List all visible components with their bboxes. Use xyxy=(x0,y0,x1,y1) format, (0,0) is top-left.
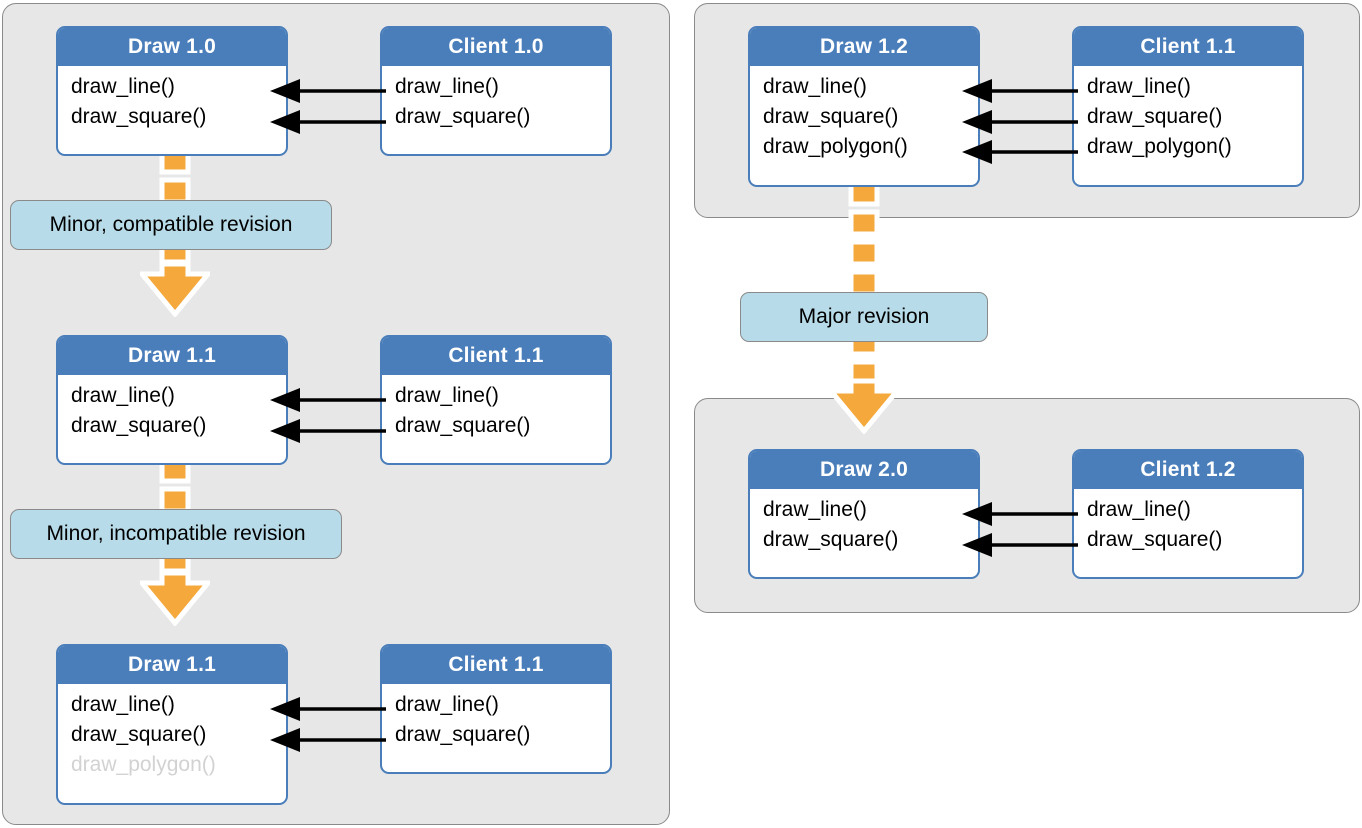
box-title: Draw 1.1 xyxy=(58,646,286,684)
box-body: draw_line() draw_square() draw_polygon() xyxy=(58,684,286,786)
box-body: draw_line() draw_square() xyxy=(382,66,610,138)
method-item: draw_line() xyxy=(1087,498,1191,521)
method-item: draw_line() xyxy=(763,75,867,98)
box-body: draw_line() draw_square() draw_polygon() xyxy=(1074,66,1302,168)
method-item: draw_square() xyxy=(1087,105,1223,128)
revision-label-text: Minor, compatible revision xyxy=(49,213,293,236)
box-draw-1-2[interactable]: Draw 1.2 draw_line() draw_square() draw_… xyxy=(748,26,980,187)
method-item: draw_polygon() xyxy=(1087,135,1232,158)
call-arrow-group-3 xyxy=(270,697,386,752)
method-item: draw_square() xyxy=(395,414,531,437)
call-arrow-group-5 xyxy=(962,502,1078,557)
method-item: draw_line() xyxy=(763,498,867,521)
box-title: Client 1.1 xyxy=(382,337,610,375)
method-item: draw_square() xyxy=(395,105,531,128)
method-item: draw_square() xyxy=(71,723,207,746)
revision-label-minor-incompatible: Minor, incompatible revision xyxy=(10,509,342,559)
method-item: draw_square() xyxy=(763,528,899,551)
method-item: draw_line() xyxy=(71,384,175,407)
box-draw-1-1-second[interactable]: Draw 1.1 draw_line() draw_square() draw_… xyxy=(56,644,288,805)
box-body: draw_line() draw_square() draw_polygon() xyxy=(750,66,978,168)
method-item: draw_line() xyxy=(71,693,175,716)
box-title: Client 1.0 xyxy=(382,28,610,66)
method-item: draw_square() xyxy=(763,105,899,128)
method-item: draw_line() xyxy=(395,75,499,98)
box-body: draw_line() draw_square() xyxy=(58,66,286,138)
box-draw-2-0[interactable]: Draw 2.0 draw_line() draw_square() xyxy=(748,449,980,579)
revision-arrow-minor-incompatible xyxy=(140,461,210,626)
method-item-disabled: draw_polygon() xyxy=(71,753,216,776)
box-title: Client 1.1 xyxy=(1074,28,1302,66)
call-arrow-group-1 xyxy=(270,79,386,134)
box-draw-1-0[interactable]: Draw 1.0 draw_line() draw_square() xyxy=(56,26,288,156)
box-client-1-1-first[interactable]: Client 1.1 draw_line() draw_square() xyxy=(380,335,612,465)
revision-label-minor-compatible: Minor, compatible revision xyxy=(10,200,332,250)
method-item: draw_line() xyxy=(395,384,499,407)
call-arrow-group-2 xyxy=(270,388,386,443)
box-client-1-1-second[interactable]: Client 1.1 draw_line() draw_square() xyxy=(380,644,612,774)
box-body: draw_line() draw_square() xyxy=(382,684,610,756)
box-draw-1-1-first[interactable]: Draw 1.1 draw_line() draw_square() xyxy=(56,335,288,465)
revision-label-text: Minor, incompatible revision xyxy=(46,522,306,545)
method-item: draw_square() xyxy=(1087,528,1223,551)
call-arrow-group-4 xyxy=(962,79,1078,164)
box-title: Client 1.1 xyxy=(382,646,610,684)
method-item: draw_square() xyxy=(71,105,207,128)
method-item: draw_line() xyxy=(1087,75,1191,98)
box-title: Draw 1.0 xyxy=(58,28,286,66)
method-item: draw_polygon() xyxy=(763,135,908,158)
box-body: draw_line() draw_square() xyxy=(382,375,610,447)
box-client-1-0[interactable]: Client 1.0 draw_line() draw_square() xyxy=(380,26,612,156)
revision-label-major: Major revision xyxy=(740,292,988,342)
method-item: draw_line() xyxy=(395,693,499,716)
method-item: draw_square() xyxy=(395,723,531,746)
box-client-1-1-third[interactable]: Client 1.1 draw_line() draw_square() dra… xyxy=(1072,26,1304,187)
box-client-1-2[interactable]: Client 1.2 draw_line() draw_square() xyxy=(1072,449,1304,579)
method-item: draw_square() xyxy=(71,414,207,437)
method-item: draw_line() xyxy=(71,75,175,98)
box-title: Draw 2.0 xyxy=(750,451,978,489)
box-title: Draw 1.2 xyxy=(750,28,978,66)
box-title: Client 1.2 xyxy=(1074,451,1302,489)
revision-label-text: Major revision xyxy=(798,305,930,328)
box-body: draw_line() draw_square() xyxy=(750,489,978,561)
box-title: Draw 1.1 xyxy=(58,337,286,375)
box-body: draw_line() draw_square() xyxy=(58,375,286,447)
box-body: draw_line() draw_square() xyxy=(1074,489,1302,561)
